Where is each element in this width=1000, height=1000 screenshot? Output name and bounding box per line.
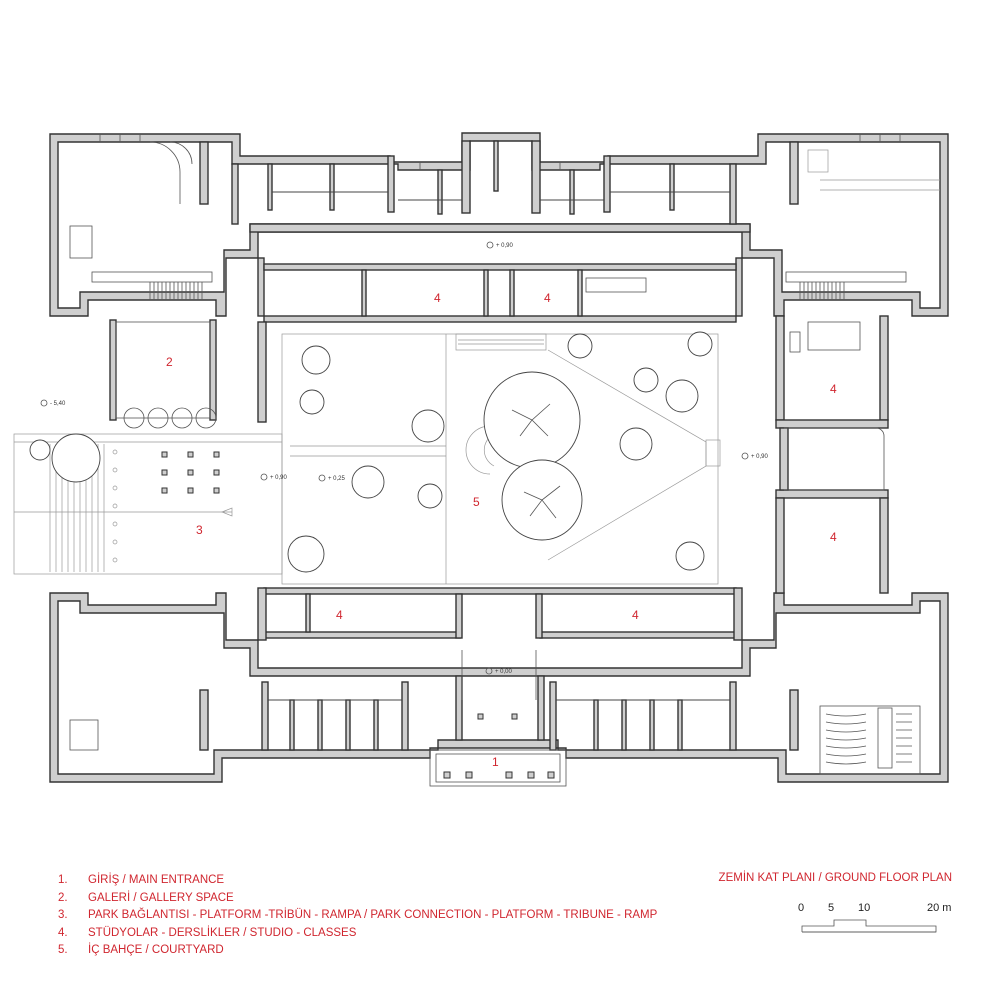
legend-item: 1. GİRİŞ / MAIN ENTRANCE (58, 872, 698, 890)
legend-item: 5. İÇ BAHÇE / COURTYARD (58, 942, 698, 960)
legend-number: 4. (58, 926, 68, 939)
scale-label-0: 0 (798, 902, 805, 914)
label-studio-e2: 4 (830, 530, 837, 544)
label-studio-n1: 4 (434, 291, 441, 305)
label-entrance: 1 (492, 755, 499, 769)
legend-number: 2. (58, 891, 68, 904)
level-markers (40, 241, 749, 675)
legend-text: PARK BAĞLANTISI - PLATFORM -TRİBÜN - RAM… (88, 909, 658, 922)
south-wing-rooms (69, 650, 921, 787)
legend-text: GALERİ / GALLERY SPACE (88, 891, 234, 904)
legend-item: 2. GALERİ / GALLERY SPACE (58, 890, 698, 908)
legend-text: STÜDYOLAR - DERSLİKLER / STUDIO - CLASSE… (88, 926, 357, 939)
level-entrance-hall: + 0,00 (495, 669, 513, 675)
east-studio-block (775, 315, 889, 594)
label-studio-s1: 4 (336, 608, 343, 622)
label-studio-e1: 4 (830, 382, 837, 396)
courtyard-trees (29, 331, 713, 573)
scale-bar: 0 5 10 20 m (796, 902, 966, 942)
level-north-corridor: + 0,90 (496, 243, 514, 249)
scale-bar-graphic (801, 919, 937, 933)
drawing-title: ZEMİN KAT PLANI / GROUND FLOOR PLAN (718, 872, 952, 884)
level-west-outside: - 5,40 (50, 401, 66, 407)
label-courtyard: 5 (473, 495, 480, 509)
legend-item: 4. STÜDYOLAR - DERSLİKLER / STUDIO - CLA… (58, 925, 698, 943)
legend: 1. GİRİŞ / MAIN ENTRANCE 2. GALERİ / GAL… (58, 872, 698, 960)
legend-number: 5. (58, 944, 68, 957)
label-studio-s2: 4 (632, 608, 639, 622)
north-wing-rooms (69, 134, 940, 300)
label-studio-n2: 4 (544, 291, 551, 305)
outer-walls (49, 132, 949, 783)
legend-item: 3. PARK BAĞLANTISI - PLATFORM -TRİBÜN - … (58, 907, 698, 925)
label-park: 3 (196, 523, 203, 537)
legend-text: GİRİŞ / MAIN ENTRANCE (88, 874, 225, 886)
north-studio-strip (263, 263, 737, 323)
gallery-block (109, 319, 267, 429)
scale-label-10: 10 (858, 902, 871, 914)
south-studio-strip (257, 587, 743, 641)
level-park-platform: + 0,90 (270, 475, 288, 481)
level-courtyard-west: + 0,25 (328, 476, 346, 482)
label-gallery: 2 (166, 355, 173, 369)
scale-label-5: 5 (828, 902, 835, 914)
legend-number: 3. (58, 909, 68, 922)
legend-number: 1. (58, 874, 68, 886)
legend-text: İÇ BAHÇE / COURTYARD (88, 944, 224, 957)
level-east-corridor: + 0,90 (751, 454, 769, 460)
park-platform (13, 433, 283, 575)
scale-label-20: 20 m (927, 902, 952, 914)
